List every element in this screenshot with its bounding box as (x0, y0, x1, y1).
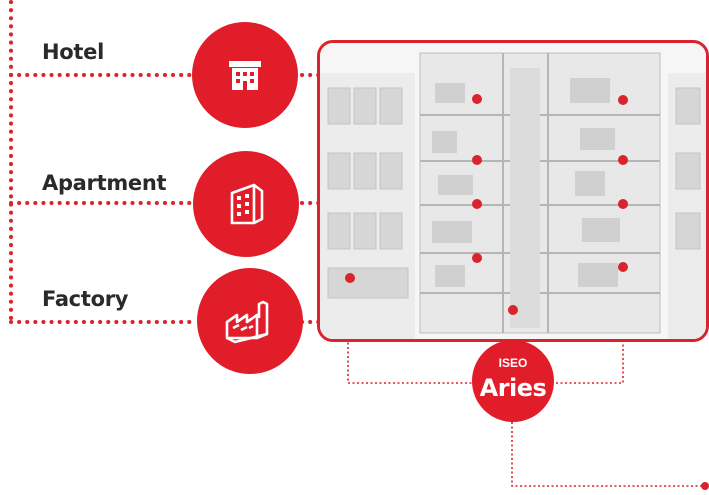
hotel-icon (229, 61, 261, 90)
factory-icon (225, 300, 269, 344)
building-illustration (320, 43, 706, 339)
factory-circle (197, 268, 303, 374)
building-cutaway-image (317, 40, 709, 342)
aries-badge: ISEO Aries (472, 340, 554, 422)
category-label-apartment: Apartment (42, 171, 167, 195)
category-label-factory: Factory (42, 287, 129, 311)
apartment-icon (230, 183, 264, 225)
apartment-circle (193, 151, 299, 257)
aries-brand: ISEO (498, 356, 528, 370)
aries-name: Aries (479, 374, 547, 402)
category-label-hotel: Hotel (42, 40, 104, 64)
hotel-circle (192, 22, 298, 128)
